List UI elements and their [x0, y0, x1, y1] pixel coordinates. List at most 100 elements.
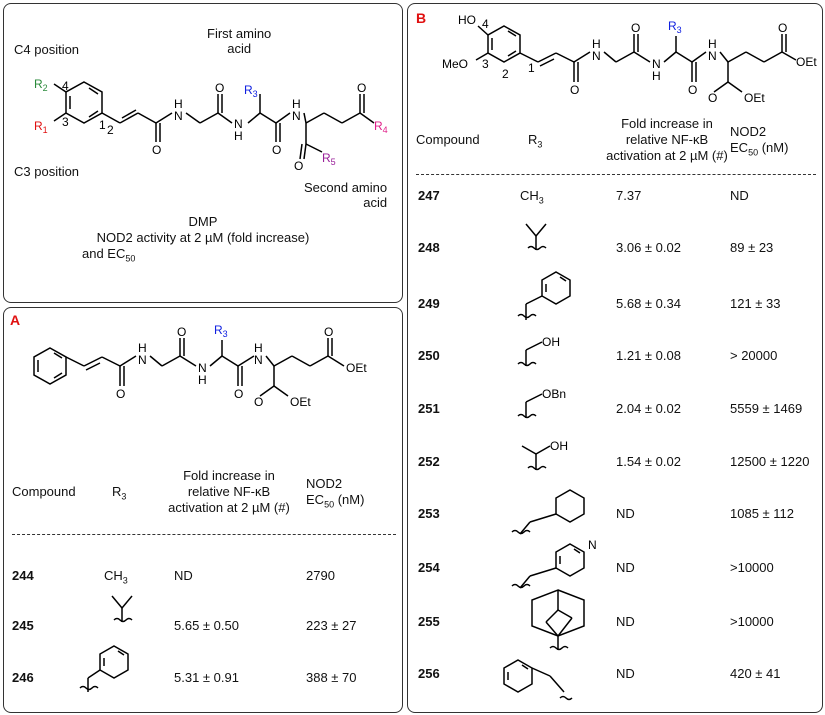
svg-text:N: N: [652, 57, 661, 71]
position-1: 1: [99, 118, 106, 132]
r3-244: CH3: [104, 568, 128, 586]
svg-text:H: H: [592, 37, 601, 51]
fold-252: 1.54 ± 0.02: [616, 454, 681, 469]
svg-text:N: N: [198, 361, 207, 375]
second-amino-acid-label: Second amino acid: [304, 180, 388, 210]
svg-text:N: N: [592, 49, 601, 63]
r4-atom: R4: [374, 119, 388, 135]
svg-text:N: N: [588, 538, 597, 552]
panel-b-meo: MeO: [442, 57, 468, 71]
header-r3: R3: [112, 484, 127, 502]
svg-text:H: H: [198, 373, 207, 387]
svg-text:O: O: [116, 387, 125, 401]
o-atom-3: O: [272, 143, 281, 157]
svg-text:O: O: [631, 21, 640, 35]
svg-text:N: N: [138, 353, 147, 367]
general-structure-molecule: R2 R1 4 3 2 1 O H N O N H R3 O H N O R5 …: [34, 77, 388, 173]
r2-atom: R2: [34, 77, 48, 93]
panel-b: B HO MeO 4: [407, 3, 823, 713]
c3-position-label: C3 position: [14, 164, 80, 179]
r3-255-structure: [531, 589, 585, 651]
benzene-ring: [65, 81, 103, 124]
nod2-activity-label: NOD2 activity at 2 µM (fold increase): [96, 230, 310, 245]
position-3: 3: [62, 115, 69, 129]
r3-253-structure: [511, 489, 585, 535]
ec50-249: 121 ± 33: [730, 296, 781, 311]
header-fold: Fold increase in relative NF-κB activati…: [168, 468, 290, 515]
b-header-r3: R3: [528, 132, 543, 150]
panel-b-molecule: HO MeO 4 3 2 1 O H N O N H R3 O H N O OE…: [442, 13, 817, 105]
compound-254: 254: [418, 560, 440, 575]
svg-text:H: H: [138, 341, 147, 355]
panel-a-molecule: O H N O N H R3 O H N O OEt O OEt: [33, 323, 367, 409]
ec50-254: >10000: [730, 560, 774, 575]
ec50-label: and EC50: [82, 246, 136, 264]
svg-text:O: O: [778, 21, 787, 35]
fold-245: 5.65 ± 0.50: [174, 618, 239, 633]
position-4: 4: [62, 79, 69, 93]
r1-atom: R1: [34, 119, 48, 135]
compound-246: 246: [12, 670, 34, 685]
svg-text:OH: OH: [550, 439, 568, 453]
svg-text:OH: OH: [542, 335, 560, 349]
b-header-fold: Fold increase in relative NF-κB activati…: [606, 116, 728, 163]
panel-b-r3-structures: OH OBn OH: [503, 223, 597, 701]
svg-text:2: 2: [502, 67, 509, 81]
fold-251: 2.04 ± 0.02: [616, 401, 681, 416]
panel-a-r3: R3: [214, 323, 228, 339]
ec50-255: >10000: [730, 614, 774, 629]
compound-252: 252: [418, 454, 440, 469]
svg-text:3: 3: [482, 57, 489, 71]
r3-246-structure: [79, 645, 129, 692]
ec50-244: 2790: [306, 568, 335, 583]
h-atom-3: H: [292, 97, 301, 111]
svg-text:OBn: OBn: [542, 387, 566, 401]
r3-250-structure: OH: [517, 335, 560, 367]
ec50-251: 5559 ± 1469: [730, 401, 803, 416]
svg-text:O: O: [324, 325, 333, 339]
header-compound: Compound: [12, 484, 76, 499]
b-header-separator: [416, 174, 816, 175]
h-atom-1: H: [174, 97, 183, 111]
fold-249: 5.68 ± 0.34: [616, 296, 681, 311]
panel-a: A O H N O N: [3, 307, 403, 713]
compound-253: 253: [418, 506, 440, 521]
r3-245-structure: [111, 595, 133, 623]
fold-254: ND: [616, 560, 635, 575]
r3-247: CH3: [520, 188, 544, 206]
o-atom-2: O: [215, 81, 224, 95]
svg-text:O: O: [570, 83, 579, 97]
fold-256: ND: [616, 666, 635, 681]
svg-text:O: O: [708, 91, 717, 105]
dmp-label: DMP: [188, 214, 218, 229]
panel-b-label: B: [416, 10, 427, 26]
compound-256: 256: [418, 666, 440, 681]
ec50-253: 1085 ± 112: [730, 506, 795, 521]
compound-249: 249: [418, 296, 440, 311]
panel-a-label: A: [10, 312, 21, 328]
compound-247: 247: [418, 188, 440, 203]
ec50-247: ND: [730, 188, 749, 203]
ec50-246: 388 ± 70: [306, 670, 357, 685]
svg-text:N: N: [254, 353, 263, 367]
ec50-245: 223 ± 27: [306, 618, 357, 633]
svg-text:1: 1: [528, 61, 535, 75]
fold-246: 5.31 ± 0.91: [174, 670, 239, 685]
fold-248: 3.06 ± 0.02: [616, 240, 681, 255]
svg-text:O: O: [234, 387, 243, 401]
svg-text:O: O: [177, 325, 186, 339]
o-atom-1: O: [152, 143, 161, 157]
position-2: 2: [107, 123, 114, 137]
fold-247: 7.37: [616, 188, 642, 203]
panel-b-oet-1: OEt: [744, 91, 765, 105]
r3-atom: R3: [244, 83, 258, 99]
c4-position-label: C4 position: [14, 42, 80, 57]
compound-245: 245: [12, 618, 34, 633]
r3-254-structure: N: [511, 538, 597, 589]
compound-250: 250: [418, 348, 440, 363]
r3-249-structure: [517, 271, 571, 320]
r3-256-structure: [503, 659, 573, 701]
b-header-compound: Compound: [416, 132, 480, 147]
svg-text:H: H: [254, 341, 263, 355]
